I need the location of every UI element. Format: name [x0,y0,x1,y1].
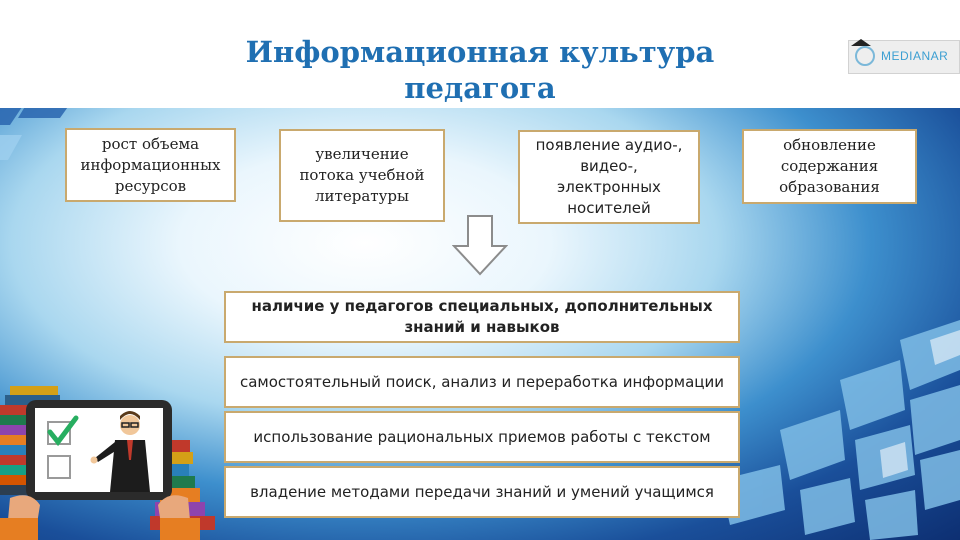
factor-box-2: увеличение потока учебной литературы [279,129,445,222]
main-statement-box: наличие у педагогов специальных, дополни… [224,291,740,343]
graduation-cap-icon [851,39,871,46]
factor-box-1: рост объема информационных ресурсов [65,128,236,202]
skill-text: использование рациональных приемов работ… [253,427,711,446]
skill-text: самостоятельный поиск, анализ и перерабо… [239,372,725,391]
main-statement-text: наличие у педагогов специальных, дополни… [251,297,713,336]
medianar-logo: MEDIANAR [848,39,960,74]
down-arrow-icon [452,215,508,276]
factor-box-3: появление аудио-, видео-, электронных но… [518,130,700,224]
factor-text: рост объема информационных ресурсов [80,134,221,195]
skill-box-2: использование рациональных приемов работ… [224,411,740,463]
skill-text: владение методами передачи знаний и умен… [250,482,714,501]
factor-box-4: обновление содержания образования [742,129,917,204]
decorative-tiles-bottom-right [720,320,960,540]
page-title: Информационная культура педагога [245,35,715,105]
factor-text: увеличение потока учебной литературы [299,145,425,205]
globe-icon [855,46,875,66]
factor-text: обновление содержания образования [779,136,880,196]
header-band [0,0,960,108]
skill-box-1: самостоятельный поиск, анализ и перерабо… [224,356,740,408]
skill-box-3: владение методами передачи знаний и умен… [224,466,740,518]
factor-text: появление аудио-, видео-, электронных но… [535,136,683,217]
checkmark-icon [47,415,79,447]
teacher-tablet-illustration [0,386,215,540]
logo-text: MEDIANAR [881,49,949,63]
